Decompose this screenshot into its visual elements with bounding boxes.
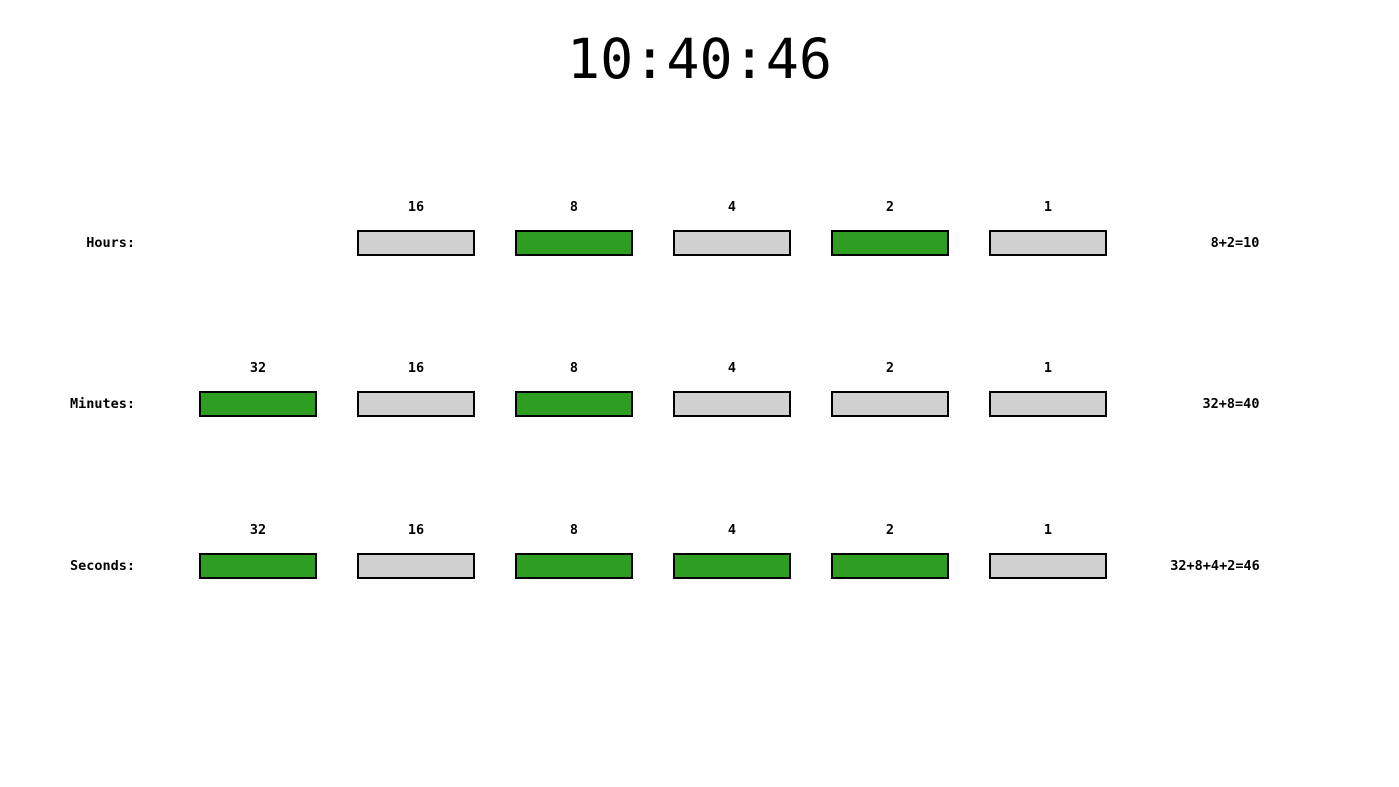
row-label-seconds: Seconds:	[69, 558, 135, 574]
bit-cell-hours-8: 8	[515, 198, 633, 270]
bit-bar-minutes-1[interactable]	[989, 391, 1107, 417]
bit-bar-seconds-32[interactable]	[199, 553, 317, 579]
bit-weight-label: 16	[407, 360, 425, 376]
bit-cell-seconds-2: 2	[831, 521, 949, 593]
bit-cell-seconds-1: 1	[989, 521, 1107, 593]
bit-weight-label: 4	[727, 199, 737, 215]
row-sum-seconds: 32+8+4+2=46	[1170, 558, 1260, 574]
bit-cell-hours-4: 4	[673, 198, 791, 270]
bit-bar-minutes-8[interactable]	[515, 391, 633, 417]
bit-weight-label: 4	[727, 522, 737, 538]
row-sum-hours: 8+2=10	[1210, 235, 1260, 251]
bit-cell-hours-2: 2	[831, 198, 949, 270]
bit-bar-hours-2[interactable]	[831, 230, 949, 256]
bit-bar-seconds-16[interactable]	[357, 553, 475, 579]
bit-bar-hours-4[interactable]	[673, 230, 791, 256]
bit-weight-label: 1	[1043, 522, 1053, 538]
bit-weight-label: 4	[727, 360, 737, 376]
bit-bar-hours-16[interactable]	[357, 230, 475, 256]
bit-weight-label: 1	[1043, 360, 1053, 376]
bit-weight-label: 8	[569, 360, 579, 376]
bit-bar-minutes-16[interactable]	[357, 391, 475, 417]
bit-cell-hours-1: 1	[989, 198, 1107, 270]
bit-cell-minutes-2: 2	[831, 359, 949, 431]
clock-time-title: 10:40:46	[567, 27, 832, 91]
row-sum-minutes: 32+8=40	[1202, 396, 1260, 412]
bit-bar-minutes-2[interactable]	[831, 391, 949, 417]
bit-bar-hours-1[interactable]	[989, 230, 1107, 256]
bit-cell-minutes-8: 8	[515, 359, 633, 431]
bit-weight-label: 2	[885, 199, 895, 215]
binary-row-seconds: Seconds: 32 16 8 4 2 1 32+8+4+2=46	[0, 521, 1399, 601]
bit-weight-label: 2	[885, 360, 895, 376]
bit-weight-label: 2	[885, 522, 895, 538]
bit-bar-minutes-32[interactable]	[199, 391, 317, 417]
bit-cell-seconds-16: 16	[357, 521, 475, 593]
bit-cell-minutes-32: 32	[199, 359, 317, 431]
bit-bar-minutes-4[interactable]	[673, 391, 791, 417]
bit-weight-label: 32	[249, 360, 267, 376]
bit-weight-label: 32	[249, 522, 267, 538]
bit-bar-seconds-4[interactable]	[673, 553, 791, 579]
bit-cell-seconds-32: 32	[199, 521, 317, 593]
bit-cell-seconds-8: 8	[515, 521, 633, 593]
bit-weight-label: 16	[407, 522, 425, 538]
bit-cell-minutes-4: 4	[673, 359, 791, 431]
bit-cell-minutes-16: 16	[357, 359, 475, 431]
bit-weight-label: 16	[407, 199, 425, 215]
bit-bar-seconds-1[interactable]	[989, 553, 1107, 579]
bit-weight-label: 8	[569, 199, 579, 215]
binary-row-minutes: Minutes: 32 16 8 4 2 1 32+8=40	[0, 359, 1399, 439]
bit-cell-hours-16: 16	[357, 198, 475, 270]
bit-weight-label: 8	[569, 522, 579, 538]
bit-weight-label: 1	[1043, 199, 1053, 215]
bit-bar-seconds-8[interactable]	[515, 553, 633, 579]
bit-cell-seconds-4: 4	[673, 521, 791, 593]
bit-bar-seconds-2[interactable]	[831, 553, 949, 579]
bit-cell-minutes-1: 1	[989, 359, 1107, 431]
bit-bar-hours-8[interactable]	[515, 230, 633, 256]
binary-row-hours: Hours: 16 8 4 2 1 8+2=10	[0, 198, 1399, 278]
row-label-hours: Hours:	[86, 235, 135, 251]
row-label-minutes: Minutes:	[69, 396, 135, 412]
